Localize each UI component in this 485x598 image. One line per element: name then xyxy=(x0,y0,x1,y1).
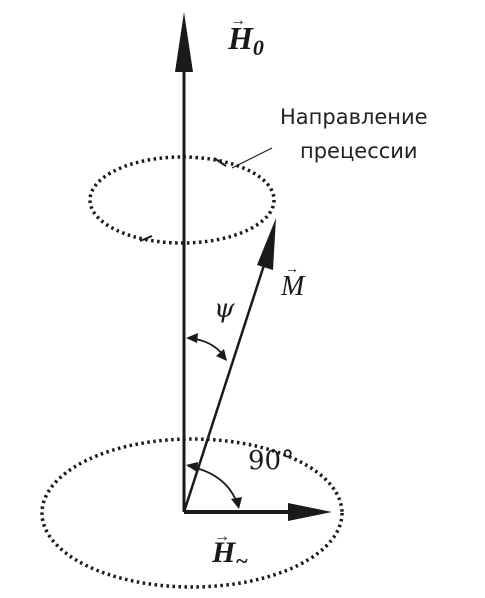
psi-angle-arc xyxy=(186,333,227,361)
precession-ellipse-upper xyxy=(88,155,276,245)
vector-arrow-icon: → xyxy=(285,262,299,277)
m-vector xyxy=(182,218,276,513)
precession-direction-tick-back xyxy=(213,157,227,167)
h-tilde-vector xyxy=(184,503,332,521)
h-tilde-label: → H~ xyxy=(212,529,248,573)
psi-label: ψ xyxy=(214,294,235,324)
annotation-leader-line xyxy=(231,147,273,169)
precession-annotation-line2: прецессии xyxy=(300,139,418,163)
precession-direction-tick-front xyxy=(139,235,153,242)
h-tilde-subscript: ~ xyxy=(235,548,248,573)
right-angle-arc xyxy=(186,462,242,509)
precession-ellipse-lower xyxy=(40,437,344,589)
m-label: → M xyxy=(281,263,305,302)
h0-subscript: 0 xyxy=(252,35,264,60)
vector-arrow-icon: → xyxy=(230,12,246,29)
h0-label: → H0 xyxy=(228,13,264,60)
h-tilde-letter: H xyxy=(212,536,236,569)
m-letter: M xyxy=(281,271,305,302)
h0-letter: H xyxy=(228,20,253,56)
precession-annotation-line1: Направление xyxy=(280,105,428,129)
h0-vector xyxy=(175,12,193,512)
right-angle-label: 90° xyxy=(248,446,295,476)
vector-arrow-icon: → xyxy=(214,528,230,545)
